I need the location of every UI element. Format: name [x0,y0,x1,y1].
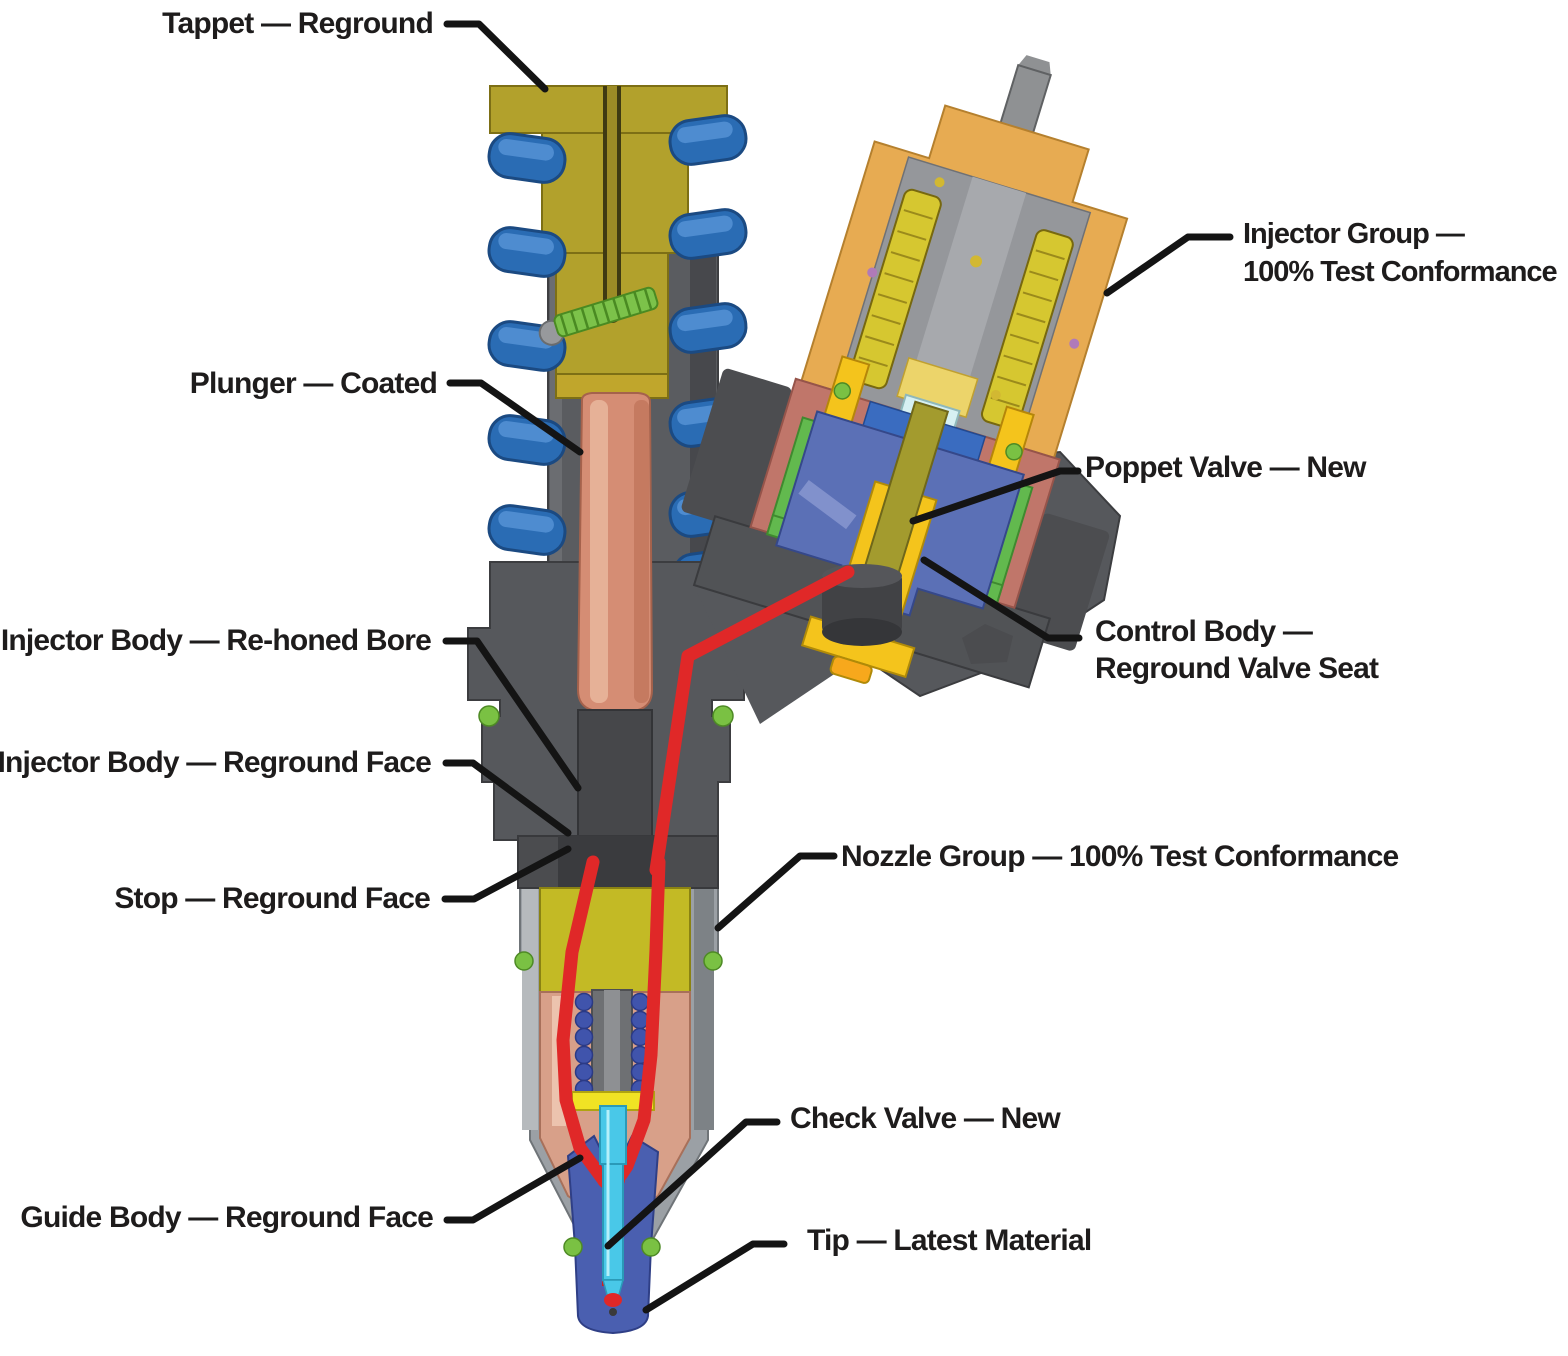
label-injector-body-bore: Injector Body — Re-honed Bore [1,624,431,657]
leader-control-body [920,556,1083,642]
o-rings [478,705,734,1257]
leader-plunger [446,379,584,456]
labels: Tappet — Reground Plunger — Coated Injec… [0,7,1559,1257]
leader-check-valve [604,1118,781,1250]
label-poppet-valve: Poppet Valve — New [1085,451,1367,484]
label-guide-body: Guide Body — Reground Face [20,1201,433,1234]
solenoid-assembly [681,55,1129,689]
label-injector-body-face: Injector Body — Reground Face [0,746,431,779]
adjusting-screw [538,286,659,346]
label-nozzle-group: Nozzle Group — 100% Test Conformance [841,840,1399,873]
label-injector-group-line1: Injector Group — [1243,218,1465,250]
leader-injector-body-bore [442,637,582,792]
label-control-body-line1: Control Body — [1095,615,1313,648]
label-tappet: Tappet — Reground [162,7,433,40]
label-check-valve: Check Valve — New [790,1102,1061,1135]
label-tip: Tip — Latest Material [807,1224,1091,1257]
label-injector-group-line2: 100% Test Conformance [1243,256,1558,288]
check-valve-needle [599,1105,627,1316]
leader-stop [441,845,572,903]
nozzle-spring-cage [539,887,691,993]
leader-tappet [443,20,549,93]
leader-injector-body-face [442,759,572,837]
leader-guide-body [443,1154,584,1224]
fuel-passages [556,565,855,1185]
label-stop: Stop — Reground Face [114,882,430,915]
leader-lines [441,20,1234,1314]
leader-tip [642,1240,788,1314]
leader-injector-group [1103,233,1234,297]
leader-nozzle-group [714,852,838,932]
plunger-part [555,373,669,843]
label-plunger: Plunger — Coated [190,367,437,400]
solenoid-coil [848,188,1074,430]
solenoid-base-cap [822,564,1013,664]
leader-poppet-valve [909,467,1082,525]
label-control-body-line2: Reground Valve Seat [1095,652,1379,685]
